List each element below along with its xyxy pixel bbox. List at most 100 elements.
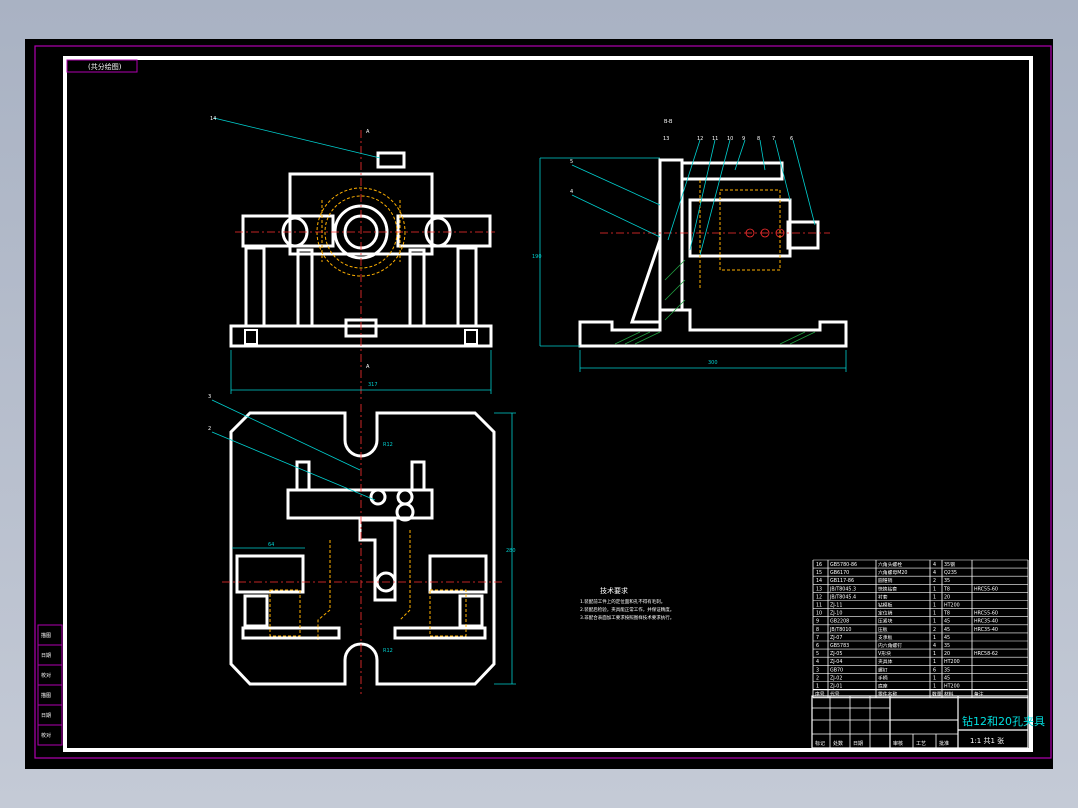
svg-text:校对: 校对 [41,672,51,679]
svg-text:2.装配后检验，夹具能正常工作，并保证精度。: 2.装配后检验，夹具能正常工作，并保证精度。 [580,606,674,613]
left-strip: 描图 日期 校对 描图 日期 校对 [37,624,63,746]
bom-cell-name: 底座 [878,683,888,690]
svg-text:4: 4 [570,189,573,195]
front-centerlines [235,130,495,400]
bom-cell-name: 衬套 [878,593,888,600]
bom-cell-no: 2 [816,675,819,681]
bom-cell-name: 手柄 [878,674,888,681]
bom-cell-code: GB117-86 [830,578,854,584]
side-dashes [699,180,781,290]
section-label-a2: A [366,364,370,370]
bom-cell-qty: 6 [933,667,936,673]
svg-text:处数: 处数 [833,740,843,747]
svg-text:5: 5 [570,159,573,165]
bom-header-cell: 零件名称 [878,691,897,698]
balloon-front: 14 [210,116,216,122]
svg-text:描图: 描图 [41,692,51,699]
bom-header-cell: 数量 [932,691,942,698]
bom-cell-no: 9 [816,619,819,625]
stamp-text: (共分绘图) [88,62,122,71]
bom-cell-qty: 1 [933,651,936,657]
svg-text:日期: 日期 [853,741,863,747]
svg-text:批准: 批准 [939,740,949,747]
top-balloons: 3 2 [208,394,211,432]
svg-text:8: 8 [757,136,760,142]
stamp-box [66,59,138,73]
bom-cell-qty: 2 [933,627,936,633]
svg-text:2: 2 [208,426,211,432]
bom-cell-no: 8 [816,627,819,633]
bom-header-cell: 备注 [974,691,984,698]
top-dim-r2: R12 [383,648,393,654]
svg-text:描图: 描图 [41,632,51,639]
drawing-title: 钻12和20孔夹具 [962,714,1045,728]
bom-cell-code: ZJ-07 [830,635,842,641]
bom-cell-qty: 4 [933,643,936,649]
bom-cell-no: 3 [816,667,819,673]
bom-cell-qty: 4 [933,570,936,576]
top-dim-r1: R12 [383,442,393,448]
bom-cell-qty: 1 [933,635,936,641]
model-space [25,39,1053,769]
bom-cell-material: HT200 [944,684,960,690]
top-dim-width: 64 [268,542,274,548]
svg-text:标记: 标记 [815,740,825,747]
svg-text:日期: 日期 [41,653,51,659]
bom-cell-material: 45 [944,635,950,641]
svg-text:3: 3 [208,394,211,400]
top-view [229,411,496,686]
bom-cell-material: 20 [944,651,950,657]
bom-cell-code: GB2208 [830,619,849,625]
bom-cell-qty: 4 [933,562,936,568]
svg-text:9: 9 [742,136,745,142]
bom-header-cell: 代号 [830,691,840,698]
bom-cell-material: 20 [944,594,950,600]
side-dims [539,139,847,372]
bom-cell-no: 12 [816,594,822,600]
bom-cell-code: ZJ-10 [830,611,842,617]
svg-text:7: 7 [772,136,775,142]
bom-cell-name: 圆锥销 [878,577,893,584]
bom-cell-note: HRC55-60 [974,586,998,592]
bom-cell-code: GB5783 [830,643,849,649]
bom-cell-name: 定位销 [878,610,893,617]
bom-cell-material: HT200 [944,603,960,609]
bom-cell-name: 内六角螺钉 [878,642,902,649]
bom-cell-name: 钻模板 [878,602,893,609]
title-bottom-cells: 标记 处数 日期 审核 工艺 批准 [815,740,949,747]
top-view-hidden [269,530,467,640]
paper-border-inner [63,56,1033,752]
bom-header-cell: 材料 [944,691,954,698]
bom-cell-code: ZJ-04 [830,659,842,665]
svg-text:3.非配合表面加工要求按照图样技术要求执行。: 3.非配合表面加工要求按照图样技术要求执行。 [580,614,674,621]
bom-cell-no: 13 [816,586,822,592]
bom-cell-name: 压板 [878,626,888,633]
bom-cell-code: ZJ-11 [830,603,842,609]
title-block: 钻12和20孔夹具 1:1 共1 张 标记 处数 日期 审核 工艺 批准 [811,695,1045,749]
bom-cell-material: 35钢 [944,561,955,568]
svg-text:日期: 日期 [41,713,51,719]
top-dim-height: 280 [506,548,516,554]
bom-cell-note: HRC35-40 [974,627,998,633]
bom-cell-material: T8 [943,586,950,592]
bom-cell-name: 快换钻套 [878,585,897,592]
side-balloons: 13 12 11 10 9 8 7 6 5 4 [570,136,793,195]
svg-text:1.装配前工件上的定位面和孔不得有毛刺。: 1.装配前工件上的定位面和孔不得有毛刺。 [580,598,665,605]
bom-cell-material: T8 [943,611,950,617]
bom-cell-no: 7 [816,635,819,641]
bom-cell-material: Q235 [944,570,957,576]
front-dims [213,117,492,394]
bom-cell-name: 支承板 [878,634,893,641]
bom-cell-material: HT200 [944,659,960,665]
bom-cell-name: 螺钉 [878,666,888,673]
side-hatch [614,259,816,345]
bom-cell-name: 压紧块 [878,618,893,625]
bom-cell-material: 35 [944,643,950,649]
svg-text:工艺: 工艺 [916,741,926,747]
bom-cell-note: HRC55-60 [974,611,998,617]
bom-cell-material: 45 [944,619,950,625]
bom-cell-no: 1 [816,684,819,690]
svg-text:校对: 校对 [41,732,51,739]
bom-cell-material: 45 [944,627,950,633]
svg-text:10: 10 [727,136,733,142]
